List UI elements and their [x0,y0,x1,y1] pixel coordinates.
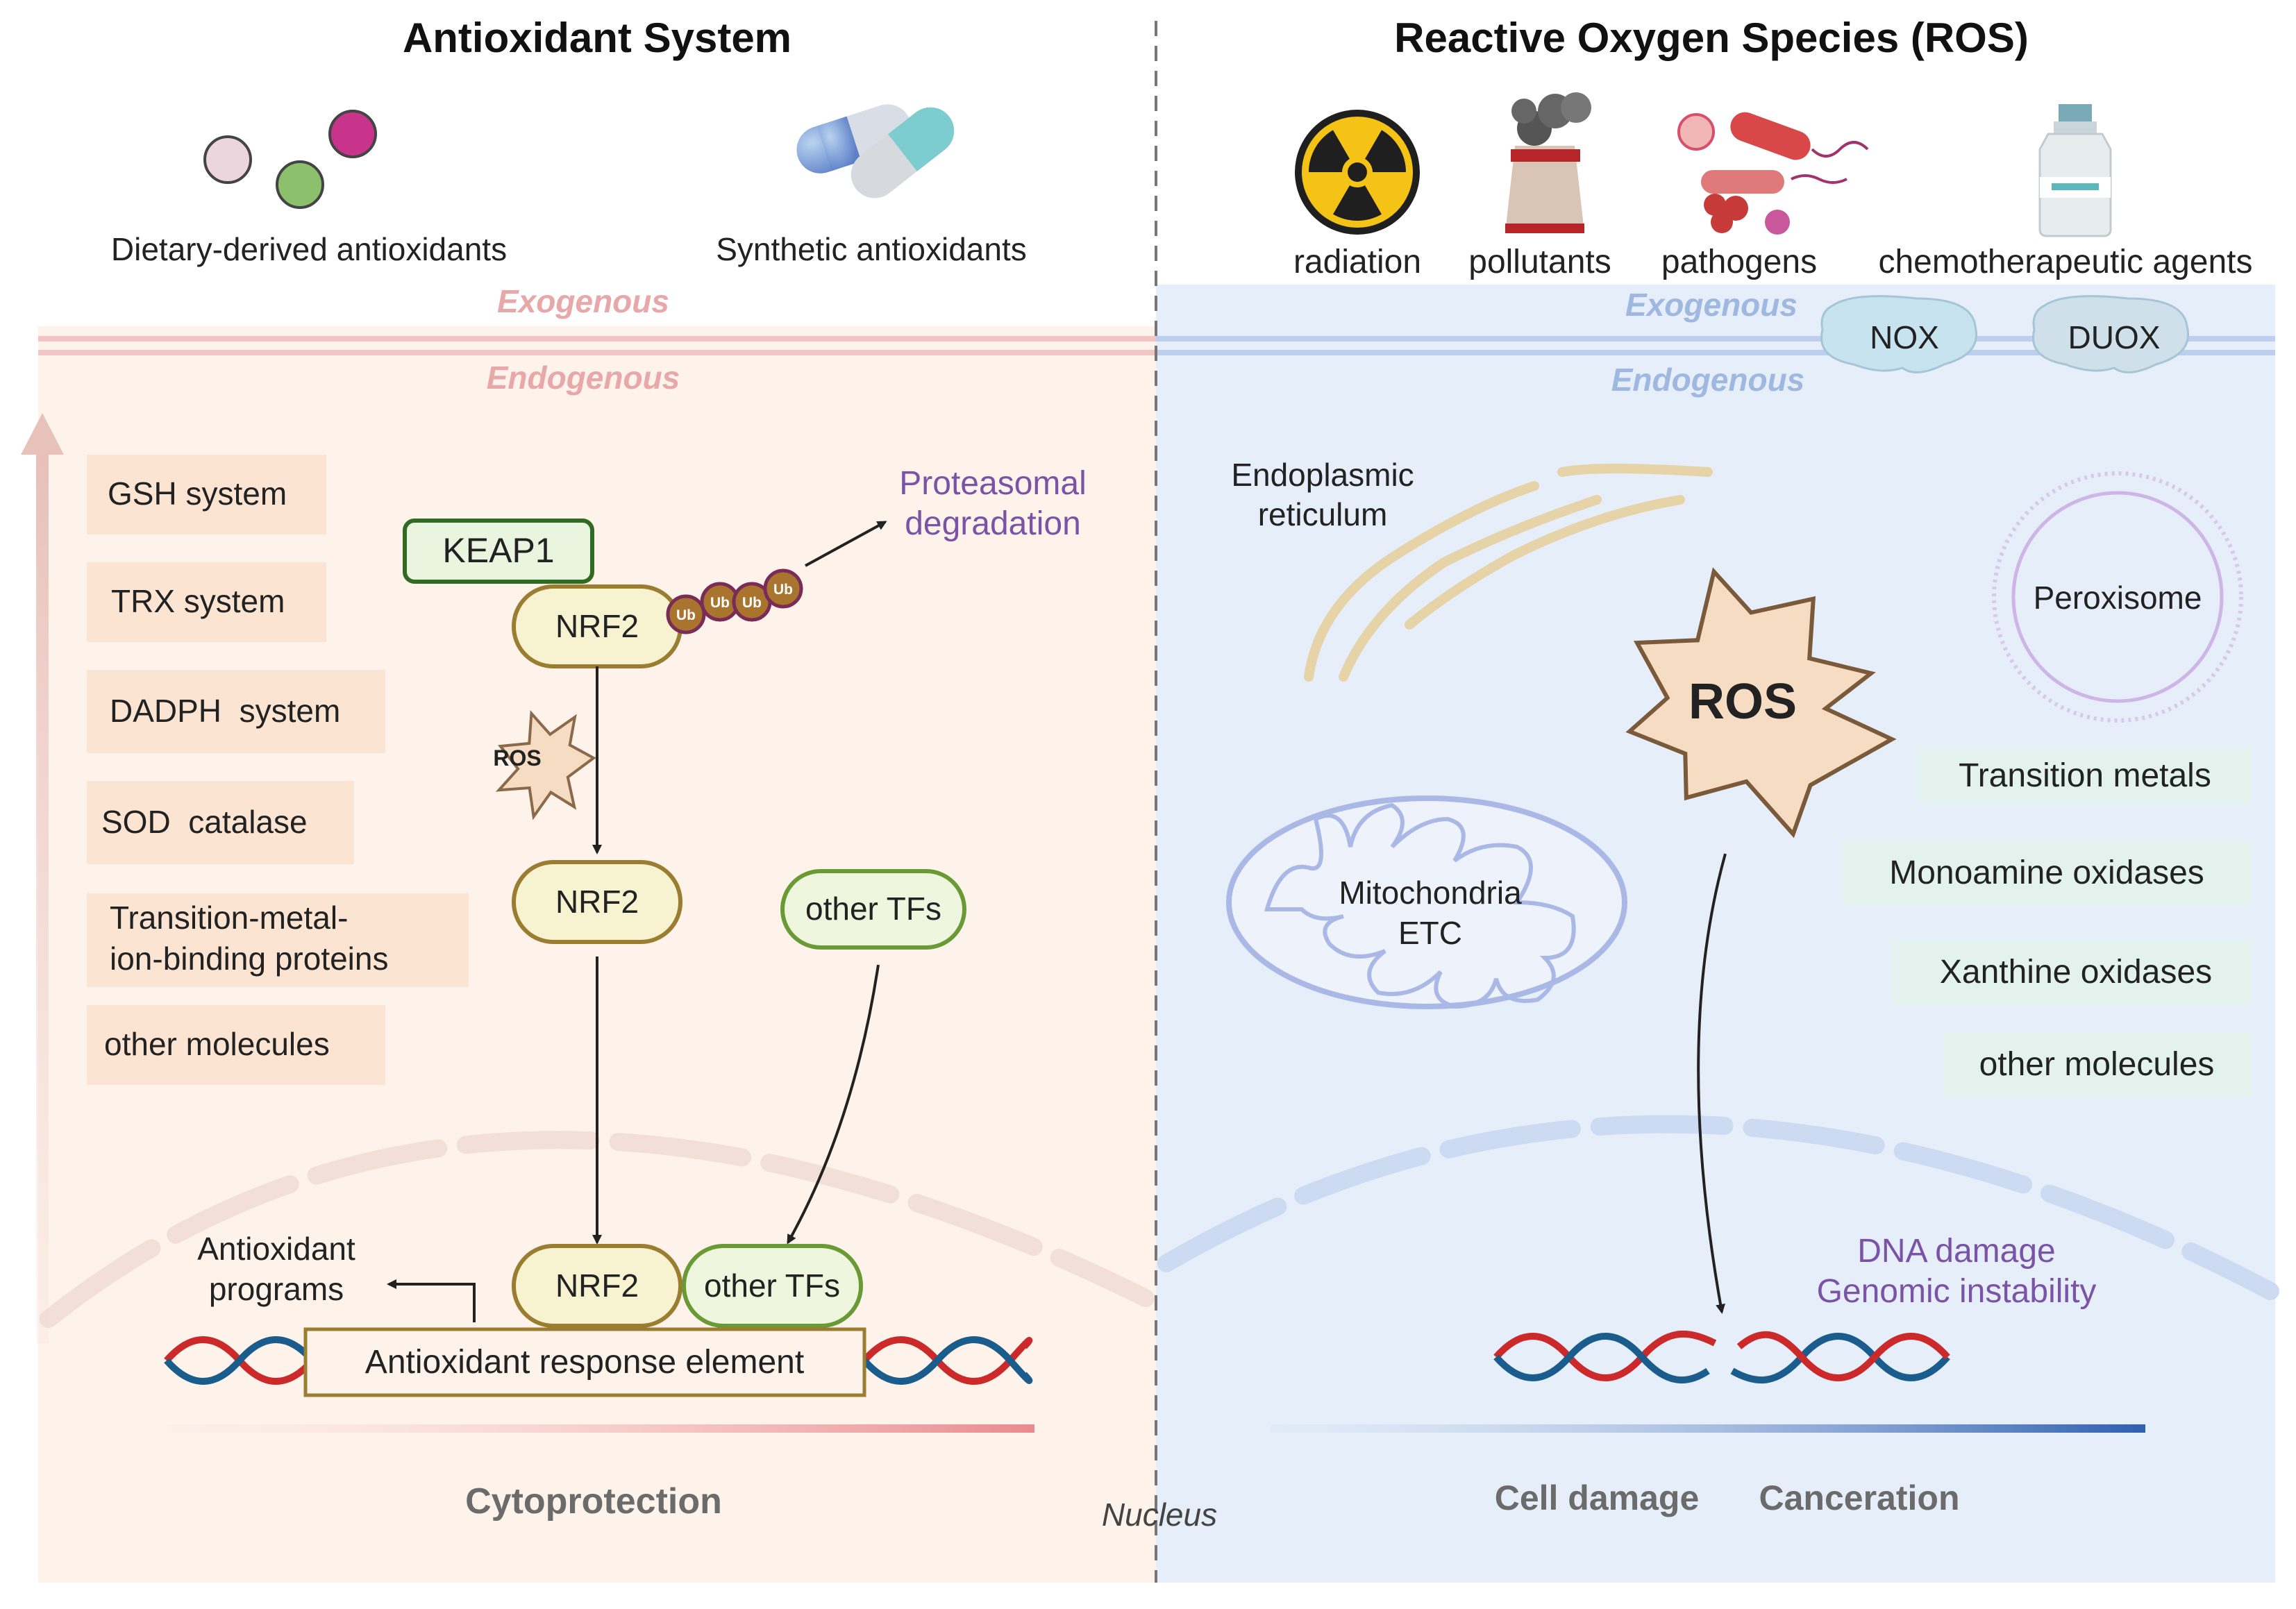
proteasomal-label-2: degradation [905,505,1081,542]
sod-catalase-label: SOD catalase [101,804,308,840]
nucleus-label: Nucleus [1102,1497,1217,1533]
right-title: Reactive Oxygen Species (ROS) [1394,15,2029,61]
duox-label: DUOX [2068,319,2161,355]
svg-text:Ub: Ub [710,595,730,611]
trx-system-label: TRX system [111,583,285,619]
peroxisome-outer [1992,471,2243,723]
cytoprotection-up-arrow-head [21,413,64,455]
peroxisome-inner [2011,491,2224,703]
source-pollutants-label: pollutants [1468,244,1611,280]
dna-broken-icon [1493,1330,1950,1384]
transition-metal-label-2: ion-binding proteins [110,941,389,977]
are-box [303,1327,866,1397]
arrow-to-antioxidant-programs [387,1279,476,1322]
nrf2-bottom-node [512,1244,682,1328]
duox-shape [2032,295,2189,373]
transition-metals-box [1918,748,2252,803]
nrf2-middle-label: NRF2 [555,884,639,920]
nrf2-middle-node [512,860,682,944]
mitochondria-icon [1226,795,1627,1009]
source-pathogens-label: pathogens [1661,244,1817,280]
other-molecules-left-label: other molecules [104,1026,330,1062]
dadph-system-label: DADPH system [110,693,340,729]
source-chemotherapeutic-label: chemotherapeutic agents [1878,244,2252,280]
cytoprotection-label: Cytoprotection [465,1481,722,1522]
cell-damage-bar [1271,1424,2145,1433]
er-label-2: reticulum [1258,496,1388,532]
transition-metals-label: Transition metals [1959,757,2211,794]
er-label-1: Endoplasmic [1231,457,1414,493]
mitochondria-label-1: Mitochondria [1339,875,1522,911]
nox-label: NOX [1870,319,1939,355]
keap1-label: KEAP1 [442,531,554,570]
nucleus-envelope-left [40,1131,1155,1328]
svg-text:Ub: Ub [773,582,793,598]
other-molecules-right-box [1944,1033,2252,1097]
cytoprotection-up-arrow-shaft [36,441,49,1343]
other-tfs-bottom-node [682,1244,863,1328]
peroxisome-label: Peroxisome [2034,580,2202,616]
right-exogenous-label: Exogenous [1625,287,1798,323]
gsh-system-label: GSH system [108,475,287,512]
ros-small-label: ROS [493,745,541,770]
trx-system-box [87,562,326,642]
keap1-box [403,519,594,584]
dietary-label: Dietary-derived antioxidants [111,231,507,267]
sod-catalase-box [87,781,354,864]
svg-text:Ub: Ub [742,595,762,611]
cell-damage-label: Cell damage [1495,1479,1700,1517]
dadph-system-box [87,670,385,753]
left-title: Antioxidant System [403,15,791,61]
arrow-ros-to-dna [1697,853,1727,1314]
genomic-instability-label: Genomic instability [1817,1273,2097,1310]
endoplasmic-reticulum-icon [1304,464,1713,682]
right-endogenous-label: Endogenous [1611,362,1805,398]
monoamine-oxidases-box [1842,841,2252,905]
are-label: Antioxidant response element [365,1344,804,1381]
cytoprotection-bar [167,1424,1034,1433]
arrow-other-tfs-down [787,964,880,1245]
gsh-system-box [87,455,326,534]
proteasomal-label-1: Proteasomal [899,465,1086,502]
capsule-icon [796,104,955,199]
ros-small-star [495,710,596,820]
nrf2-top-label: NRF2 [555,608,639,644]
other-tfs-top-label: other TFs [805,891,941,927]
antioxidant-programs-label-2: programs [209,1271,344,1307]
factory-chimney-icon [1505,92,1591,233]
xanthine-oxidases-box [1892,941,2252,1004]
pathogen-icon [1677,112,1869,235]
transition-metal-box [87,893,469,987]
mitochondria-label-2: ETC [1398,915,1462,951]
left-endogenous-label: Endogenous [487,360,680,396]
svg-text:Ub: Ub [676,607,696,623]
ros-big-star [1625,567,1897,839]
nrf2-bottom-label: NRF2 [555,1267,639,1304]
left-exogenous-label: Exogenous [497,283,669,319]
nucleus-envelope-right [1157,1115,2279,1300]
canceration-label: Canceration [1759,1479,1960,1517]
xanthine-oxidases-label: Xanthine oxidases [1940,954,2212,991]
monoamine-oxidases-label: Monoamine oxidases [1889,854,2204,891]
arrow-to-proteasome [805,521,887,567]
radiation-icon [1295,110,1420,235]
synthetic-label: Synthetic antioxidants [716,231,1027,267]
dietary-antioxidants-icon [203,110,377,209]
ubiquitin-chain: Ub Ub Ub Ub [666,568,803,634]
other-molecules-left-box [87,1005,385,1085]
vial-icon [2038,104,2112,237]
other-tfs-top-node [780,869,966,950]
nox-shape [1820,295,1977,373]
other-tfs-bottom-label: other TFs [704,1267,840,1304]
ros-big-label: ROS [1689,674,1797,730]
other-molecules-right-label: other molecules [1979,1046,2215,1083]
source-radiation-label: radiation [1293,244,1421,280]
transition-metal-label-1: Transition-metal- [110,900,348,936]
dna-damage-label: DNA damage [1857,1233,2056,1270]
antioxidant-programs-label-1: Antioxidant [197,1231,355,1267]
